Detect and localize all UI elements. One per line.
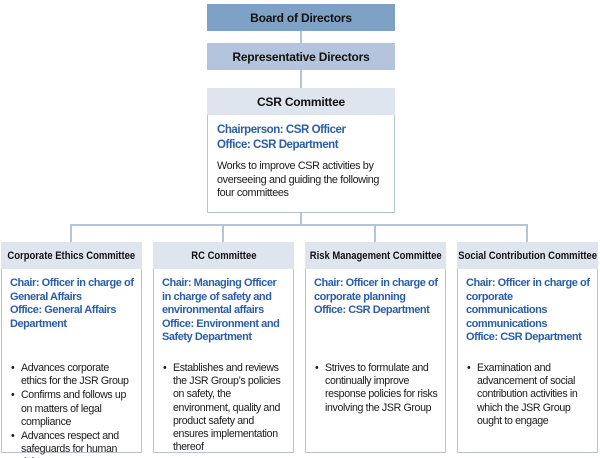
office-line: Office: CSR Department xyxy=(314,304,430,316)
csr-description: Works to improve CSR activities by overs… xyxy=(217,160,380,199)
connector-board-to-representative xyxy=(300,31,302,43)
duty-bullet-item: Advances corporate ethics for the JSR Gr… xyxy=(10,362,134,388)
duties-list: Examination and advancement of social co… xyxy=(466,362,590,428)
chair-line: Chair: Officer in charge of General Affa… xyxy=(10,277,134,303)
duty-bullet-item: Establishes and reviews the JSR Group’s … xyxy=(162,362,286,454)
chair-line: Chair: Officer in charge of corporate pl… xyxy=(314,277,438,303)
connector-drop-1 xyxy=(70,224,72,242)
chair-office-block: Chair: Managing Officer in charge of saf… xyxy=(162,277,286,362)
csr-chairperson-line: Chairperson: CSR Officer xyxy=(217,124,346,136)
committee-title-text: Corporate Ethics Committee xyxy=(7,249,136,262)
committee-title: Social Contribution Committee xyxy=(457,242,598,269)
committee-title: Corporate Ethics Committee xyxy=(1,242,142,269)
connector-horizontal-bus xyxy=(70,224,528,226)
node-risk-management-committee: Risk Management Committee Chair: Officer… xyxy=(305,242,446,453)
node-representative-directors: Representative Directors xyxy=(207,43,395,70)
duties-list: Establishes and reviews the JSR Group’s … xyxy=(162,362,286,454)
office-line: Office: CSR Department xyxy=(466,331,582,343)
duties-list: Advances corporate ethics for the JSR Gr… xyxy=(10,362,134,458)
connector-drop-3 xyxy=(374,224,376,242)
committee-title: RC Committee xyxy=(153,242,294,269)
chair-office-block: Chair: Officer in charge of corporate co… xyxy=(466,277,590,362)
node-social-contribution-committee: Social Contribution Committee Chair: Off… xyxy=(457,242,598,453)
committee-body: Chair: Officer in charge of corporate co… xyxy=(458,269,597,428)
connector-csr-stem xyxy=(300,213,302,225)
chair-line: Chair: Managing Officer in charge of saf… xyxy=(162,277,277,316)
office-line: Office: Environment and Safety Departmen… xyxy=(162,317,280,344)
csr-committee-body: Chairperson: CSR Officer Office: CSR Dep… xyxy=(208,115,394,201)
csr-committee-title: CSR Committee xyxy=(207,88,395,115)
csr-office-line: Office: CSR Department xyxy=(217,138,339,151)
duty-bullet-item: Confirms and follows up on matters of le… xyxy=(10,389,134,429)
node-csr-committee: CSR Committee Chairperson: CSR Officer O… xyxy=(207,88,395,213)
chair-office-block: Chair: Officer in charge of corporate pl… xyxy=(314,277,438,362)
committee-title-text: RC Committee xyxy=(190,249,257,262)
connector-representative-to-csr xyxy=(300,70,302,88)
chair-office-block: Chair: Officer in charge of General Affa… xyxy=(10,277,134,362)
committee-body: Chair: Officer in charge of corporate pl… xyxy=(306,269,445,415)
node-corporate-ethics-committee: Corporate Ethics Committee Chair: Office… xyxy=(1,242,142,458)
node-rc-committee: RC Committee Chair: Managing Officer in … xyxy=(153,242,294,453)
chair-line: Chair: Officer in charge of corporate co… xyxy=(466,277,590,330)
committee-body: Chair: Officer in charge of General Affa… xyxy=(2,269,141,458)
connector-drop-2 xyxy=(222,224,224,242)
node-board-of-directors: Board of Directors xyxy=(207,4,395,31)
duty-bullet-item: Examination and advancement of social co… xyxy=(466,362,590,428)
committee-title: Risk Management Committee xyxy=(305,242,446,269)
office-line: Office: General Affairs Department xyxy=(10,304,116,330)
committee-body: Chair: Managing Officer in charge of saf… xyxy=(154,269,293,454)
connector-drop-4 xyxy=(526,224,528,242)
committee-title-text: Risk Management Committee xyxy=(309,249,442,262)
duty-bullet-item: Strives to formulate and continually imp… xyxy=(314,362,438,415)
duties-list: Strives to formulate and continually imp… xyxy=(314,362,438,415)
duty-bullet-item: Advances respect and safeguards for huma… xyxy=(10,430,134,458)
committee-title-text: Social Contribution Committee xyxy=(458,249,597,262)
